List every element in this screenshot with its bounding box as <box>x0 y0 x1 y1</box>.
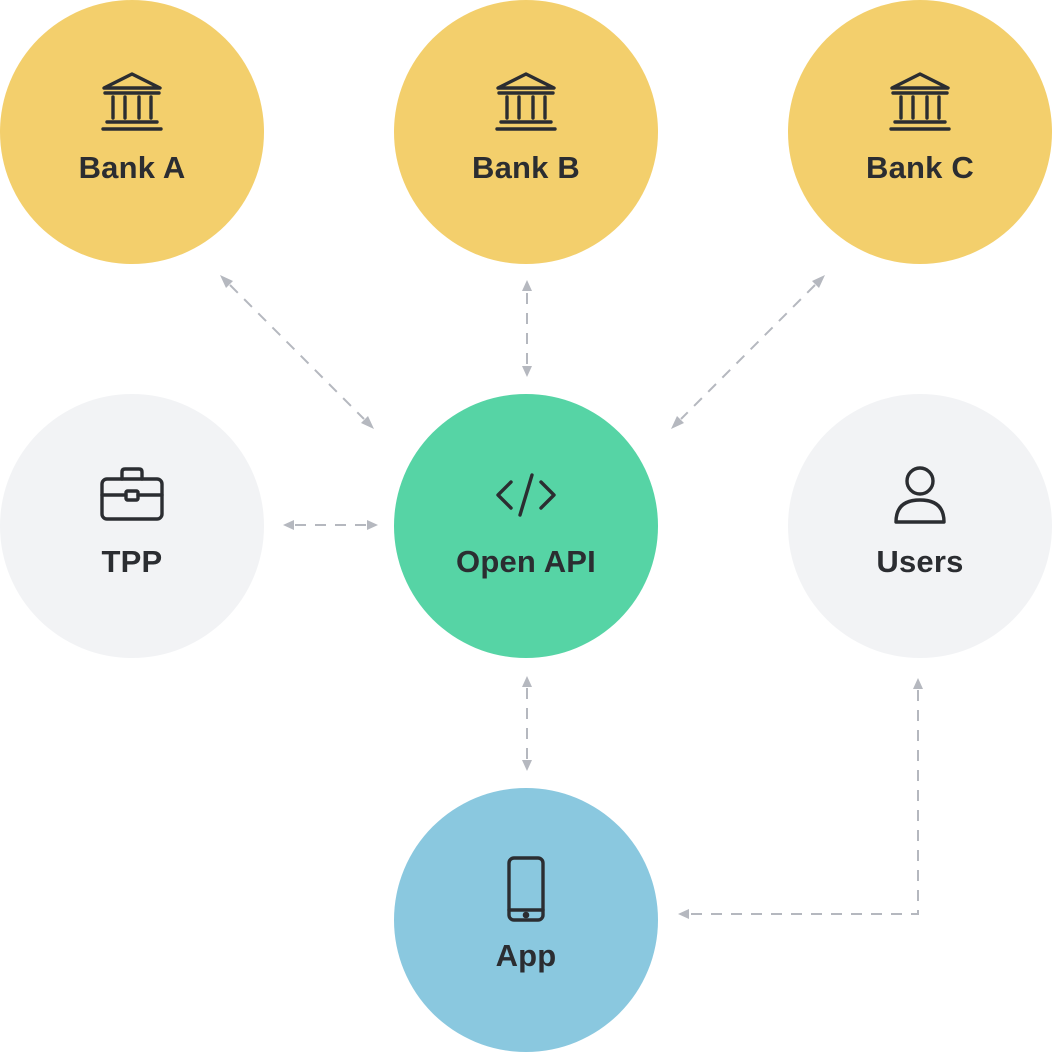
briefcase-icon <box>99 462 165 528</box>
bank-icon <box>99 68 165 134</box>
node-label: Open API <box>456 544 596 579</box>
node-label: Bank B <box>471 150 580 185</box>
node-label: Bank A <box>78 150 186 185</box>
node-open-api: Open API <box>394 394 658 658</box>
connector-bank-b-api <box>522 280 532 377</box>
code-icon <box>493 462 559 528</box>
node-app: App <box>394 788 658 1052</box>
connector-api-app <box>522 676 532 771</box>
user-icon <box>887 462 953 528</box>
node-label: App <box>495 938 557 973</box>
connector-users-app <box>678 678 923 919</box>
node-tpp: TPP <box>0 394 264 658</box>
node-label: TPP <box>101 544 163 579</box>
node-bank-a: Bank A <box>0 0 264 264</box>
node-label: Bank C <box>865 150 974 185</box>
node-bank-c: Bank C <box>788 0 1052 264</box>
node-label: Users <box>876 544 964 579</box>
node-bank-b: Bank B <box>394 0 658 264</box>
connector-bank-c-api <box>671 275 825 429</box>
connector-bank-a-api <box>220 275 374 429</box>
bank-icon <box>493 68 559 134</box>
connector-tpp-api <box>283 520 378 530</box>
smartphone-icon <box>493 856 559 922</box>
bank-icon <box>887 68 953 134</box>
node-users: Users <box>788 394 1052 658</box>
